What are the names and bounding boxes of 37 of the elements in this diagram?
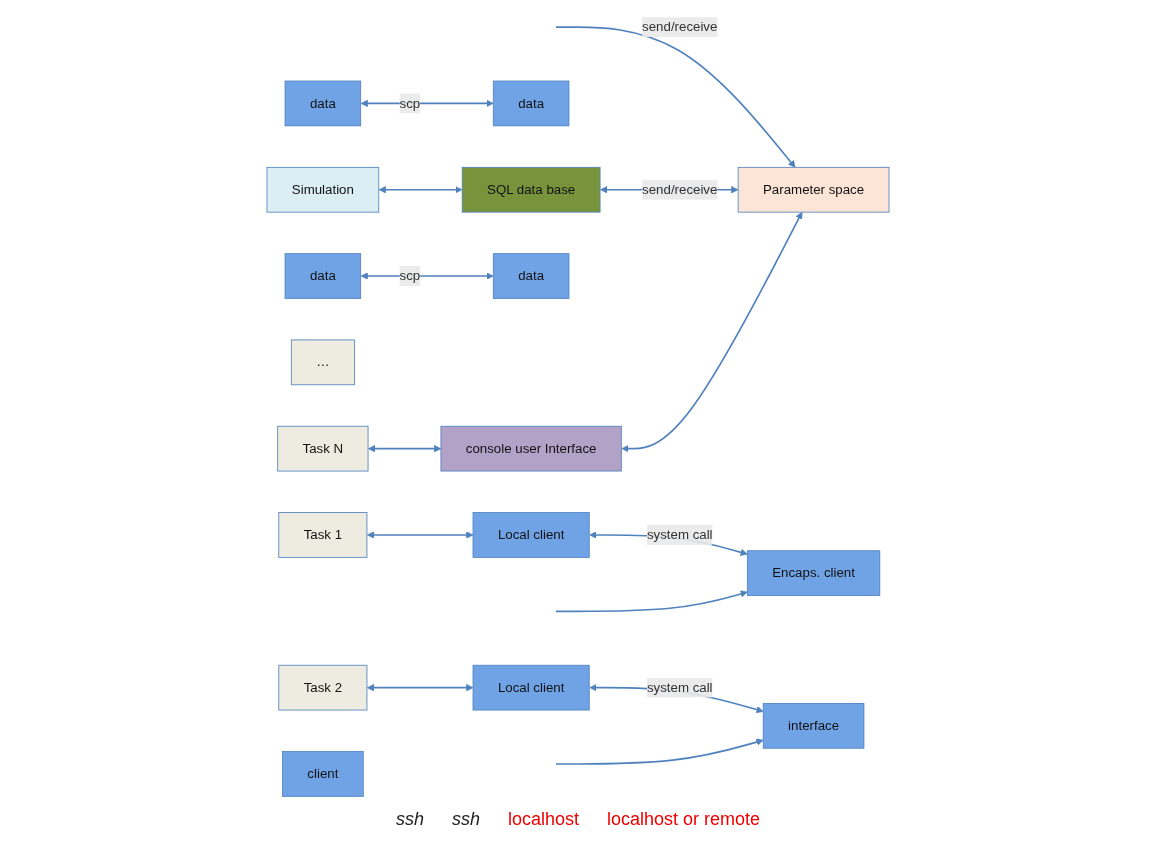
node-box: client: [282, 751, 364, 797]
node-box: Encaps. client: [746, 550, 881, 596]
edge-label: send/receive: [642, 19, 718, 34]
node-box: Local client: [472, 664, 590, 711]
node-box: Task 1: [278, 512, 368, 558]
arrow: [555, 590, 748, 613]
node-box: data: [492, 253, 570, 299]
arrow: [368, 445, 442, 453]
protocol-label: ssh: [451, 809, 480, 830]
arrow: [378, 186, 463, 194]
arrow: [621, 211, 803, 453]
arrow: [555, 26, 796, 168]
node-box: …: [290, 339, 355, 386]
node-box: Parameter space: [737, 166, 890, 213]
zone-label: localhost or remote: [607, 809, 761, 830]
arrow: [366, 531, 474, 539]
edge-label: system call: [646, 680, 713, 695]
zone-label: localhost: [507, 809, 579, 830]
arrow: [366, 684, 474, 692]
node-box: SQL data base: [461, 166, 601, 213]
edge-label: scp: [399, 268, 421, 283]
protocol-label: ssh: [395, 809, 424, 830]
node-box: Local client: [472, 512, 590, 558]
edge-label: send/receive: [642, 182, 718, 197]
node-box: interface: [762, 703, 865, 749]
arrow: [360, 272, 494, 280]
node-box: console user Interface: [440, 425, 622, 472]
node-box: Simulation: [266, 166, 380, 213]
edge-label: system call: [646, 527, 713, 542]
node-box: data: [284, 253, 362, 299]
node-box: data: [492, 80, 570, 127]
node-box: data: [284, 80, 362, 127]
node-box: Task N: [277, 425, 369, 472]
node-box: Task 2: [278, 664, 368, 711]
arrow: [555, 738, 764, 765]
arrow: [360, 99, 494, 108]
edge-label: scp: [399, 95, 421, 111]
